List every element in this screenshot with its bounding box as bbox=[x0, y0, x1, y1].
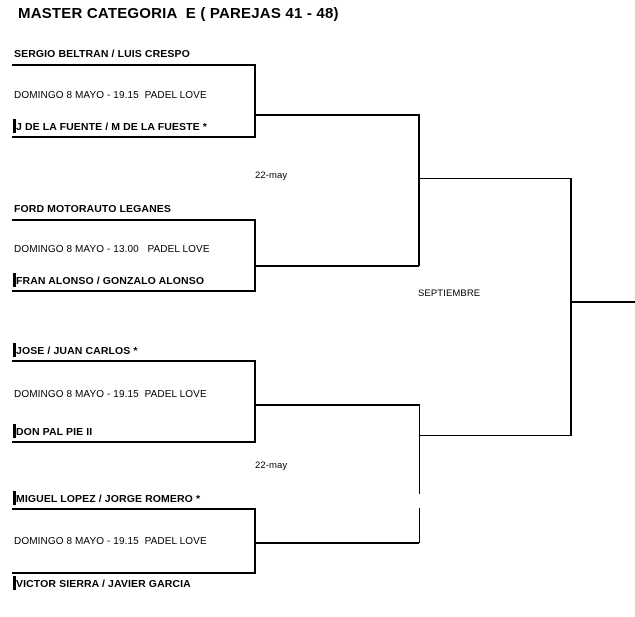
round-label-semifinal-bottom: 22-may bbox=[255, 460, 288, 471]
bracket-line-team-1 bbox=[12, 64, 256, 66]
round-label-semifinal-top: 22-may bbox=[255, 170, 288, 181]
bracket-connector-r2-top bbox=[418, 114, 420, 266]
match-info-3: DOMINGO 8 MAYO - 19.15 PADEL LOVE bbox=[14, 389, 207, 400]
match-info-2: DOMINGO 8 MAYO - 13.00 PADEL LOVE bbox=[14, 244, 210, 255]
bracket-connector-r2-bottom-lower bbox=[419, 508, 420, 543]
team-slot-7: MIGUEL LOPEZ / JORGE ROMERO * bbox=[16, 493, 201, 505]
bracket-feed-r2-bottom bbox=[419, 435, 571, 436]
bracket-line-team-2 bbox=[12, 136, 256, 138]
bracket-connector-r1-m3 bbox=[254, 360, 256, 442]
bracket-tick-team-6 bbox=[13, 424, 16, 438]
bracket-tick-team-2 bbox=[13, 119, 16, 133]
bracket-feed-r2-top bbox=[418, 178, 571, 179]
team-slot-8: VICTOR SIERRA / JAVIER GARCIA bbox=[16, 578, 191, 590]
bracket-connector-r1-m1 bbox=[254, 64, 256, 137]
bracket-line-team-5 bbox=[12, 360, 256, 362]
bracket-feed-champion bbox=[570, 301, 635, 303]
bracket-feed-r1-m1 bbox=[254, 114, 419, 116]
team-slot-3: FORD MOTORAUTO LEGANES bbox=[14, 203, 171, 215]
page-title: MASTER CATEGORIA E ( PAREJAS 41 - 48) bbox=[18, 5, 339, 22]
bracket-line-team-8 bbox=[12, 572, 256, 574]
team-slot-1: SERGIO BELTRAN / LUIS CRESPO bbox=[14, 48, 190, 60]
bracket-tick-team-4 bbox=[13, 273, 16, 287]
bracket-feed-r1-m4 bbox=[254, 542, 419, 544]
bracket-line-team-7 bbox=[12, 508, 256, 510]
bracket-line-team-4 bbox=[12, 290, 256, 292]
bracket-connector-r2-bottom-upper bbox=[419, 404, 420, 494]
bracket-tick-team-8 bbox=[13, 576, 16, 590]
bracket-tick-team-5 bbox=[13, 343, 16, 357]
team-slot-2: J DE LA FUENTE / M DE LA FUESTE * bbox=[16, 121, 207, 133]
bracket-tick-team-7 bbox=[13, 491, 16, 505]
match-info-1: DOMINGO 8 MAYO - 19.15 PADEL LOVE bbox=[14, 90, 207, 101]
bracket-connector-final bbox=[570, 178, 572, 436]
round-label-final: SEPTIEMBRE bbox=[418, 288, 481, 299]
bracket-connector-r1-m4 bbox=[254, 508, 256, 573]
bracket-line-team-3 bbox=[12, 219, 256, 221]
bracket-connector-r1-m2 bbox=[254, 219, 256, 291]
match-info-4: DOMINGO 8 MAYO - 19.15 PADEL LOVE bbox=[14, 536, 207, 547]
team-slot-4: FRAN ALONSO / GONZALO ALONSO bbox=[16, 275, 205, 287]
team-slot-5: JOSE / JUAN CARLOS * bbox=[16, 345, 138, 357]
bracket-line-team-6 bbox=[12, 441, 256, 443]
bracket-feed-r1-m2 bbox=[254, 265, 419, 267]
team-slot-6: DON PAL PIE II bbox=[16, 426, 93, 438]
bracket-feed-r1-m3 bbox=[254, 404, 419, 406]
